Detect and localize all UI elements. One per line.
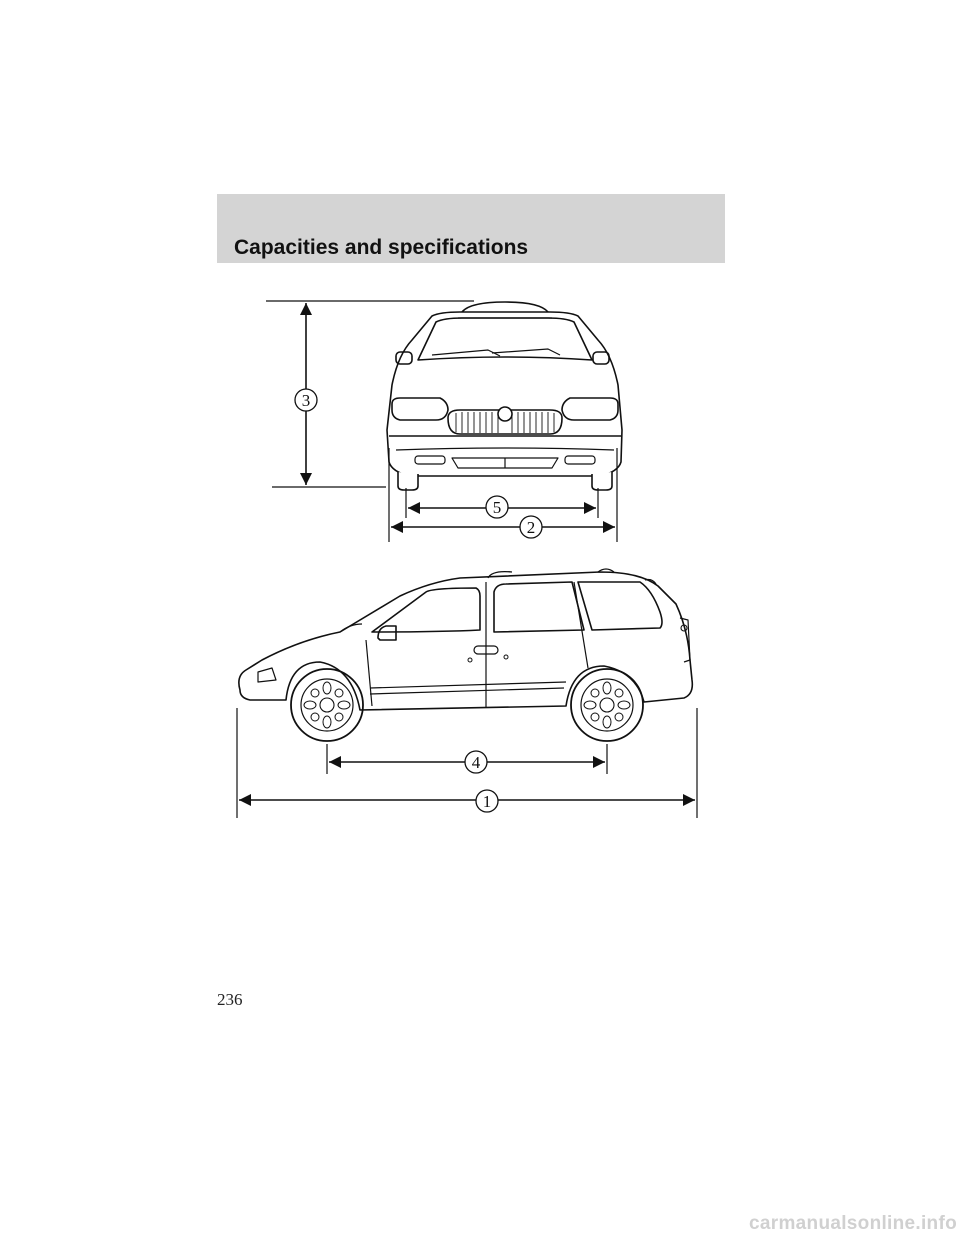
front-dimension-lines: [266, 300, 618, 542]
section-title: Capacities and specifications: [234, 236, 529, 259]
section-header: Capacities and specifications: [217, 194, 725, 263]
svg-text:3: 3: [302, 391, 311, 410]
svg-text:5: 5: [493, 498, 502, 517]
callout-overall-height: 3: [294, 388, 318, 412]
callout-track: 5: [485, 495, 509, 519]
callout-overall-width: 2: [519, 515, 543, 539]
page-number: 236: [217, 990, 243, 1009]
minivan-side-view-illustration: [238, 568, 694, 742]
svg-text:1: 1: [483, 792, 492, 811]
watermark: carmanualsonline.info: [749, 1213, 957, 1234]
svg-text:2: 2: [527, 518, 536, 537]
minivan-front-view-illustration: [386, 301, 623, 491]
svg-text:4: 4: [472, 753, 481, 772]
callout-wheelbase: 4: [464, 750, 488, 774]
callout-overall-length: 1: [475, 789, 499, 813]
